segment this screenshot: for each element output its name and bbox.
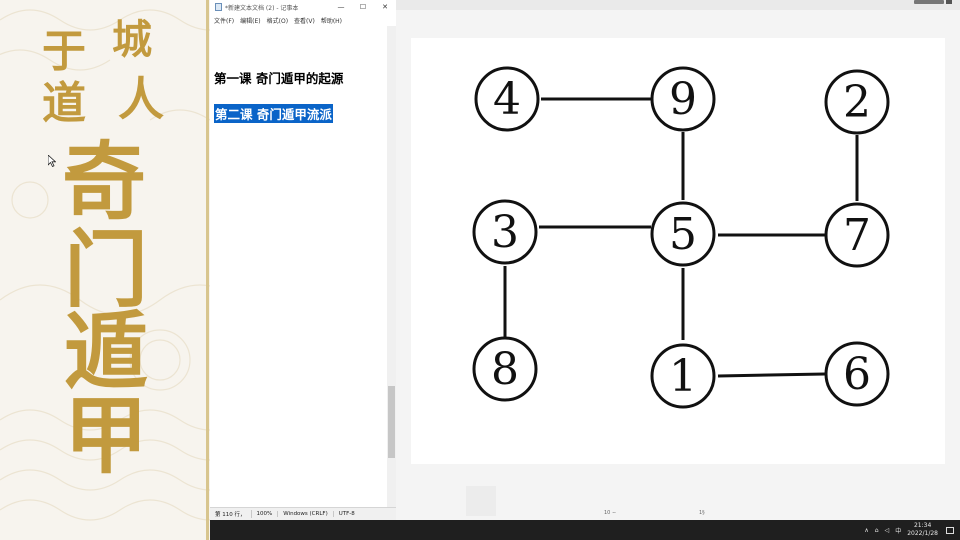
diagram-page: 4 9 2 3 5 7 8 1 6 bbox=[411, 38, 945, 464]
clock-date: 2022/1/28 bbox=[907, 530, 938, 537]
diagram-edges bbox=[503, 97, 859, 378]
calligraphy-yu: 于 bbox=[42, 26, 86, 77]
status-line-ending: Windows (CRLF) bbox=[278, 511, 334, 517]
chevron-up-icon[interactable]: ∧ bbox=[864, 526, 869, 534]
node-circle-5 bbox=[650, 201, 716, 267]
notepad-app-icon bbox=[215, 3, 222, 11]
node-circle-1 bbox=[650, 343, 716, 409]
viewer-top-band bbox=[396, 0, 960, 10]
menu-format[interactable]: 格式(O) bbox=[266, 17, 289, 25]
text-line-lesson-2-selected: 第二课 奇门遁甲流派 bbox=[214, 104, 333, 123]
text-line-lesson-1: 第一课 奇门遁甲的起源 bbox=[214, 71, 344, 86]
status-zoom: 100% bbox=[252, 511, 279, 517]
node-circle-6 bbox=[824, 341, 890, 407]
node-circle-4 bbox=[474, 66, 540, 132]
mouse-cursor-icon bbox=[48, 155, 56, 167]
node-circle-7 bbox=[824, 202, 890, 268]
calligraphy-qi: 奇 bbox=[62, 132, 147, 231]
node-label-7: 7 bbox=[843, 210, 871, 261]
banner: 于 道 城 人 奇 门 遁 甲 bbox=[0, 0, 210, 540]
clock[interactable]: 21:34 2022/1/28 bbox=[907, 522, 938, 538]
node-label-4: 4 bbox=[493, 74, 521, 125]
ruler-mark-2: 1§ bbox=[699, 510, 705, 516]
status-position: 第 110 行， bbox=[210, 510, 252, 518]
node-label-8: 8 bbox=[491, 344, 519, 395]
menu-bar: 文件(F) 编辑(E) 格式(O) 查看(V) 帮助(H) bbox=[210, 14, 396, 26]
edge-1-6 bbox=[717, 372, 826, 378]
notepad-title-bar[interactable]: *新建文本文档 (2) - 记事本 — ☐ ✕ bbox=[210, 0, 396, 14]
system-tray: ∧ ⌂ ◁ 中 21:34 2022/1/28 bbox=[864, 520, 960, 540]
status-bar: 第 110 行， 100% Windows (CRLF) UTF-8 bbox=[210, 507, 396, 520]
watermark-block bbox=[466, 486, 496, 516]
image-viewer: 4 9 2 3 5 7 8 1 6 10 ∼ 1§ bbox=[396, 0, 960, 520]
menu-view[interactable]: 查看(V) bbox=[294, 17, 315, 25]
menu-edit[interactable]: 编辑(E) bbox=[240, 17, 261, 25]
taskbar: ∧ ⌂ ◁ 中 21:34 2022/1/28 bbox=[210, 520, 960, 540]
banner-border bbox=[206, 0, 209, 540]
network-icon[interactable]: ⌂ bbox=[874, 526, 879, 534]
scrollbar-thumb[interactable] bbox=[388, 386, 395, 458]
node-circle-8 bbox=[472, 336, 538, 402]
toolbar-control-2[interactable] bbox=[946, 0, 952, 4]
node-label-3: 3 bbox=[491, 207, 519, 258]
node-label-6: 6 bbox=[843, 349, 871, 400]
toolbar-control[interactable] bbox=[914, 0, 944, 4]
node-label-1: 1 bbox=[669, 351, 697, 402]
close-button[interactable]: ✕ bbox=[382, 3, 388, 11]
calligraphy-ren: 人 bbox=[118, 72, 164, 126]
volume-icon[interactable]: ◁ bbox=[884, 526, 890, 534]
node-circle-3 bbox=[472, 199, 538, 265]
node-label-5: 5 bbox=[669, 209, 697, 260]
clock-time: 21:34 bbox=[913, 522, 932, 529]
status-encoding: UTF-8 bbox=[338, 511, 355, 517]
node-label-9: 9 bbox=[669, 74, 697, 125]
window-title: *新建文本文档 (2) - 记事本 bbox=[225, 4, 299, 12]
maximize-button[interactable]: ☐ bbox=[359, 3, 367, 11]
node-circle-9 bbox=[650, 66, 716, 132]
number-grid-diagram: 4 9 2 3 5 7 8 1 6 bbox=[472, 66, 890, 409]
minimize-button[interactable]: — bbox=[337, 3, 345, 11]
calligraphy-jia: 甲 bbox=[64, 386, 149, 485]
wave-pattern bbox=[0, 9, 210, 521]
calligraphy-dao: 道 bbox=[42, 78, 86, 129]
node-label-2: 2 bbox=[843, 77, 871, 128]
menu-help[interactable]: 帮助(H) bbox=[320, 17, 343, 25]
node-circle-2 bbox=[824, 69, 890, 135]
calligraphy-dun: 遁 bbox=[64, 302, 149, 401]
vertical-scrollbar[interactable] bbox=[387, 26, 396, 508]
text-editor-area[interactable]: 第一课 奇门遁甲的起源 第二课 奇门遁甲流派 bbox=[210, 26, 386, 508]
calligraphy-men: 门 bbox=[64, 220, 149, 319]
calligraphy-cheng: 城 bbox=[112, 16, 152, 63]
menu-file[interactable]: 文件(F) bbox=[214, 17, 235, 25]
ime-indicator[interactable]: 中 bbox=[895, 527, 902, 535]
ruler-mark-1: 10 ∼ bbox=[604, 510, 617, 516]
notification-icon[interactable] bbox=[946, 526, 954, 534]
notepad-window[interactable]: *新建文本文档 (2) - 记事本 — ☐ ✕ 文件(F) 编辑(E) 格式(O… bbox=[210, 0, 397, 520]
